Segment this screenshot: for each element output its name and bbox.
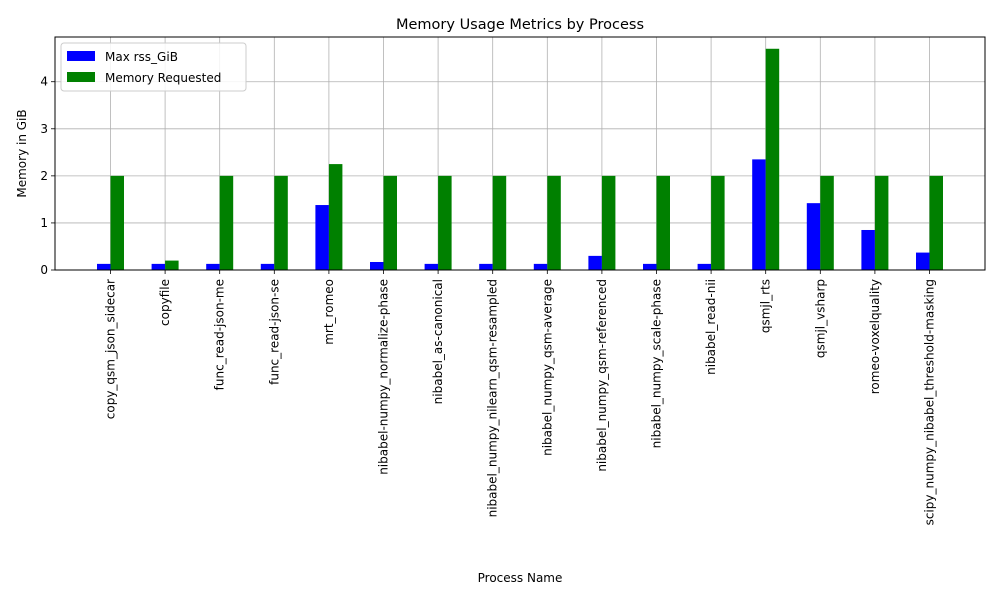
bar-max-rss — [151, 263, 166, 270]
x-tick-label: nibabel_numpy_nilearn_qsm-resampled — [486, 279, 500, 517]
bar-max-rss — [97, 263, 111, 270]
legend-box — [60, 42, 247, 92]
x-tick-label: scipy_numpy_nibabel_threshold-masking — [923, 279, 937, 525]
x-tick-label: nibabel-numpy_normalize-phase — [377, 279, 391, 475]
y-axis: 0 1 2 3 4 — [40, 75, 55, 277]
x-tick-label: nibabel_numpy_qsm-average — [540, 279, 554, 456]
bar-memory-requested — [929, 175, 943, 270]
x-tick-label: nibabel_as-canonical — [431, 279, 445, 404]
x-tick-label: nibabel_numpy_scale-phase — [650, 279, 664, 448]
bar-max-rss — [643, 263, 657, 270]
bar-memory-requested — [274, 175, 288, 270]
x-tick-label: copy_qsm_json_sidecar — [104, 279, 118, 419]
x-tick-label: nibabel_read-nii — [704, 279, 718, 375]
bar-max-rss — [370, 261, 384, 270]
bar-memory-requested — [874, 175, 889, 270]
bar-max-rss — [206, 263, 220, 270]
bar-memory-requested — [328, 164, 343, 270]
y-tick-label: 4 — [40, 75, 48, 89]
bar-memory-requested — [438, 175, 452, 270]
x-tick-label: romeo-voxelquality — [868, 279, 882, 394]
bar-memory-requested — [711, 175, 725, 270]
legend-label-memory-requested: Memory Requested — [105, 71, 221, 85]
bar-max-rss — [424, 263, 439, 270]
bar-memory-requested — [547, 175, 561, 270]
bar-memory-requested — [820, 175, 834, 270]
bar-max-rss — [752, 159, 766, 270]
x-tick-label: mrt_romeo — [322, 279, 336, 345]
bar-memory-requested — [165, 260, 179, 270]
x-axis: copy_qsm_json_sidecar copyfile func_read-j… — [104, 270, 937, 525]
x-tick-label: qsmjl_vsharp — [813, 279, 827, 358]
bar-max-rss — [588, 255, 602, 270]
bar-max-rss — [861, 229, 875, 270]
x-tick-label: func_read-json-se — [267, 279, 281, 385]
bar-max-rss — [533, 263, 548, 270]
x-tick-label: nibabel_numpy_qsm-referenced — [595, 279, 609, 472]
bar-max-rss — [315, 205, 329, 270]
y-tick-label: 2 — [40, 169, 48, 183]
y-tick-label: 1 — [40, 216, 48, 230]
chart-title: Memory Usage Metrics by Process — [396, 17, 644, 33]
y-tick-label: 3 — [40, 122, 48, 136]
bar-max-rss — [697, 263, 712, 270]
bar-memory-requested — [110, 175, 124, 270]
y-axis-title: Memory in GiB — [15, 109, 29, 197]
y-tick-label: 0 — [40, 263, 48, 277]
x-tick-label: copyfile — [158, 279, 172, 326]
bars — [97, 48, 943, 271]
x-tick-label: qsmjl_rts — [759, 279, 773, 333]
bar-memory-requested — [492, 175, 507, 270]
bar-max-rss — [260, 263, 275, 270]
bar-memory-requested — [219, 175, 234, 270]
bar-memory-requested — [656, 175, 670, 270]
bar-max-rss — [916, 252, 930, 270]
legend-label-max-rss: Max rss_GiB — [105, 50, 178, 64]
bar-memory-requested — [601, 175, 616, 270]
legend-swatch-memory-requested — [67, 72, 95, 82]
bar-memory-requested — [383, 175, 397, 270]
x-axis-title: Process Name — [478, 571, 563, 585]
plot-frame — [54, 36, 986, 271]
bar-max-rss — [806, 203, 821, 270]
legend-swatch-max-rss — [67, 51, 95, 61]
bar-memory-requested — [765, 48, 780, 271]
legend: Max rss_GiB Memory Requested — [60, 42, 247, 92]
x-tick-label: func_read-json-me — [213, 279, 227, 390]
bar-max-rss — [479, 263, 493, 270]
